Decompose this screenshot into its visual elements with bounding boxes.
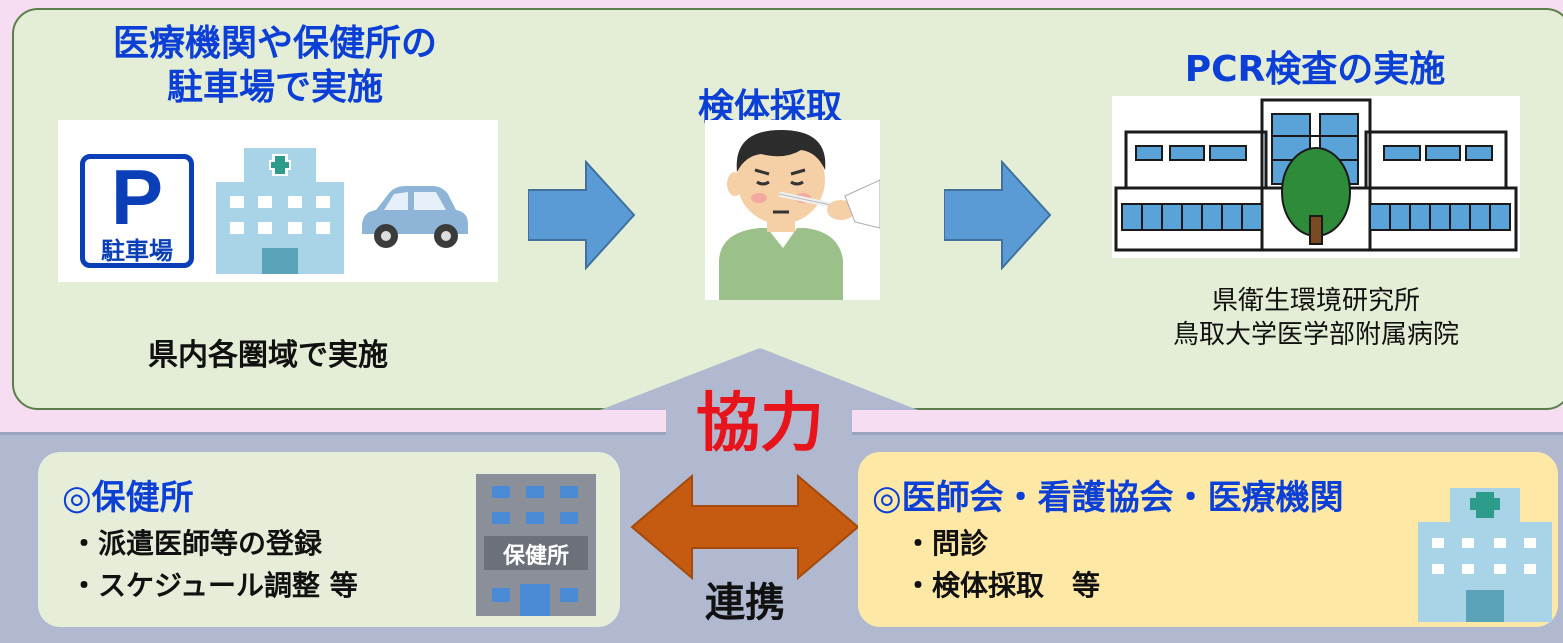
sampling-illustration <box>705 120 881 300</box>
prefecture-areas-caption: 県内各圏域で実施 <box>148 338 388 373</box>
medical-institution-hospital-icon <box>1418 488 1552 622</box>
flow-arrow-1 <box>528 160 636 270</box>
research-institute-building-icon <box>1114 98 1518 252</box>
medical-item-sample-collection: ・検体採取 等 <box>904 569 1101 602</box>
health-center-sign-text: 保健所 <box>502 544 569 569</box>
hospital-icon <box>216 148 344 274</box>
medical-associations-title: ◎医師会・看護協会・医療機関 <box>872 478 1344 518</box>
car-icon <box>362 186 468 248</box>
parking-step-title: 医療機関や保健所の 駐車場で実施 <box>60 22 490 110</box>
health-center-item-registration: ・派遣医師等の登録 <box>70 527 323 560</box>
parking-illustration: P 駐車場 <box>58 120 498 282</box>
testing-institutions: 県衛生環境研究所 鳥取大学医学部附属病院 <box>1112 284 1520 352</box>
parking-step-title-line2: 駐車場で実施 <box>166 67 383 108</box>
health-center-title: ◎保健所 <box>62 478 194 518</box>
cooperation-label: 協力 <box>696 387 824 461</box>
health-center-building-icon: 保健所 <box>474 472 598 616</box>
parking-sign-text: 駐車場 <box>101 237 173 265</box>
institution-prefectural-lab: 県衛生環境研究所 <box>1211 286 1420 316</box>
health-center-item-scheduling: ・スケジュール調整 等 <box>70 569 358 602</box>
nasal-swab-person-icon <box>719 130 881 300</box>
parking-step-title-line1: 医療機関や保健所の <box>112 23 437 64</box>
pcr-step-title: PCR検査の実施 <box>1184 49 1446 90</box>
parking-sign-letter: P <box>110 153 164 241</box>
medical-item-interview: ・問診 <box>904 527 989 560</box>
collaboration-double-arrow <box>630 473 860 581</box>
laboratory-illustration <box>1112 96 1520 258</box>
cooperation-up-arrow <box>600 348 918 456</box>
flow-arrow-2 <box>944 160 1052 270</box>
parking-sign-icon: P 駐車場 <box>80 154 194 268</box>
collaboration-label: 連携 <box>705 580 785 626</box>
institution-tottori-university-hospital: 鳥取大学医学部附属病院 <box>1172 320 1459 350</box>
